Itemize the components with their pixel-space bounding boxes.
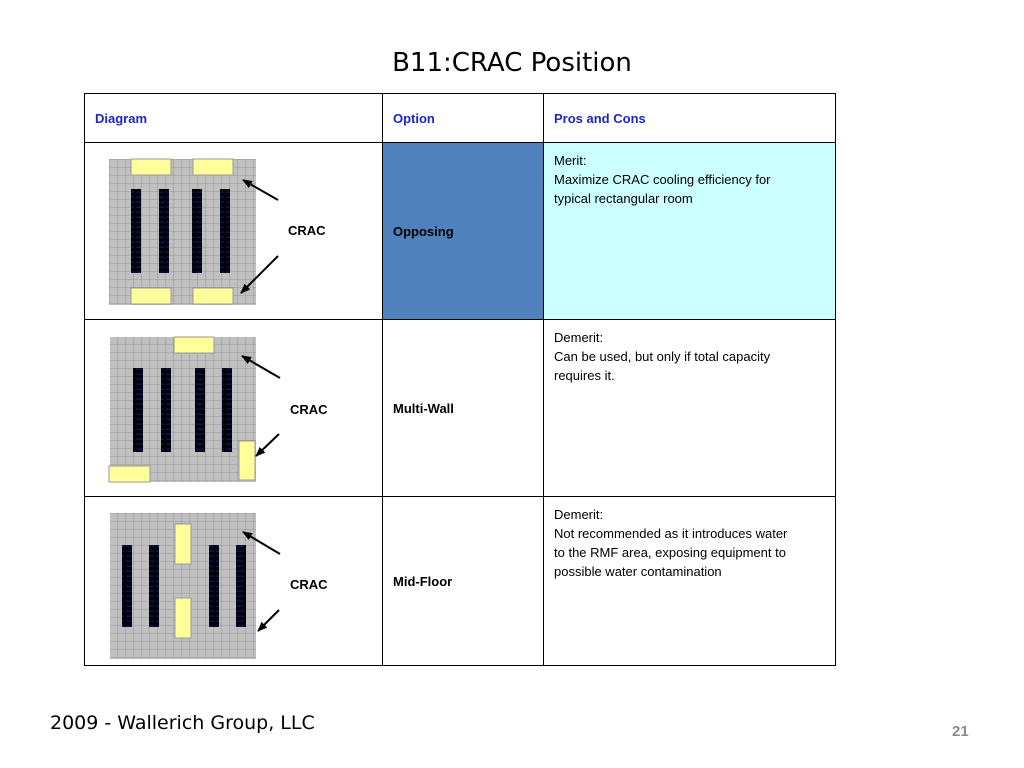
pros-cons-title: Demerit: — [554, 330, 604, 345]
option-cell: Opposing — [382, 142, 544, 320]
pros-cons-line: Maximize CRAC cooling efficiency for — [554, 172, 771, 187]
crac-unit — [192, 158, 234, 176]
arrow-icon — [257, 609, 280, 632]
opposing-room-diagram: CRAC — [109, 158, 326, 305]
crac-position-table: Diagram Option Pros and Cons — [84, 93, 836, 666]
rack-row — [131, 189, 141, 273]
pros-cons-cell: Demerit: Not recommended as it introduce… — [543, 496, 836, 666]
page-number: 21 — [952, 723, 969, 740]
pros-cons-cell: Demerit: Can be used, but only if total … — [543, 319, 836, 497]
arrow-icon — [241, 355, 281, 379]
arrow-icon — [242, 531, 281, 555]
rack-row — [133, 368, 143, 452]
arrow-icon — [242, 179, 279, 201]
rack-row — [149, 545, 159, 627]
header-pros-cons: Pros and Cons — [543, 93, 836, 143]
pros-cons-title: Merit: — [554, 153, 587, 168]
option-cell: Mid-Floor — [382, 496, 544, 666]
rack-row — [222, 368, 232, 452]
table-header-row: Diagram Option Pros and Cons — [84, 93, 836, 143]
table-row: CRAC Opposing Merit: Maximize CRAC cooli… — [84, 142, 836, 320]
header-diagram: Diagram — [84, 93, 383, 143]
crac-label: CRAC — [288, 223, 326, 238]
rack-row — [122, 545, 132, 627]
pros-cons-line: possible water contamination — [554, 564, 722, 579]
footer-copyright: 2009 - Wallerich Group, LLC — [50, 712, 315, 734]
header-option: Option — [382, 93, 544, 143]
crac-label: CRAC — [290, 402, 328, 417]
crac-unit — [174, 523, 192, 565]
pros-cons-line: Not recommended as it introduces water — [554, 526, 788, 541]
rack-row — [195, 368, 205, 452]
option-cell: Multi-Wall — [382, 319, 544, 497]
crac-unit — [174, 597, 192, 639]
rack-row — [192, 189, 202, 273]
table-row: CRAC Mid-Floor Demerit: Not recommended … — [84, 496, 836, 666]
crac-label: CRAC — [290, 577, 328, 592]
arrow-icon — [255, 433, 280, 457]
rack-row — [236, 545, 246, 627]
table-row: CRAC Multi-Wall Demerit: Can be used, bu… — [84, 319, 836, 497]
mid-floor-room-diagram: CRAC — [110, 513, 328, 659]
crac-unit — [130, 158, 172, 176]
crac-unit — [173, 336, 215, 354]
slide-title: B11:CRAC Position — [392, 48, 632, 78]
diagram-cell: CRAC — [84, 142, 383, 320]
rack-row — [161, 368, 171, 452]
rack-row — [220, 189, 230, 273]
raised-floor — [110, 337, 256, 482]
multi-wall-room-diagram: CRAC — [108, 336, 328, 483]
pros-cons-title: Demerit: — [554, 507, 604, 522]
pros-cons-line: requires it. — [554, 368, 615, 383]
diagram-cell: CRAC — [84, 319, 383, 497]
crac-unit — [108, 465, 151, 483]
arrow-icon — [240, 255, 279, 294]
pros-cons-line: Can be used, but only if total capacity — [554, 349, 771, 364]
pros-cons-cell: Merit: Maximize CRAC cooling efficiency … — [543, 142, 836, 320]
rack-row — [209, 545, 219, 627]
rack-row — [159, 189, 169, 273]
crac-unit — [238, 440, 256, 481]
diagram-cell: CRAC — [84, 496, 383, 666]
crac-unit — [192, 287, 234, 305]
pros-cons-line: typical rectangular room — [554, 191, 693, 206]
crac-unit — [130, 287, 172, 305]
pros-cons-line: to the RMF area, exposing equipment to — [554, 545, 786, 560]
